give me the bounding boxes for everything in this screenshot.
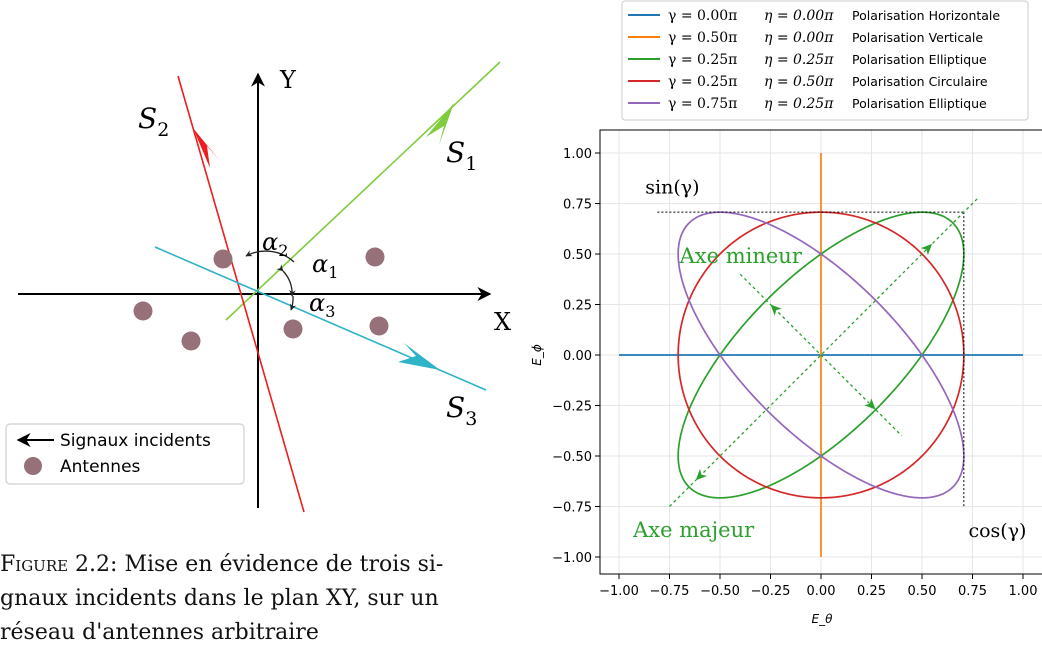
- caption-line-2: gnaux incidents dans le plan XY, sur un: [0, 586, 439, 611]
- signal-s3-arrowhead: [398, 343, 440, 370]
- legend-gamma-0: γ = 0.00π: [668, 8, 737, 24]
- legend-gamma-3: γ = 0.25π: [668, 74, 737, 90]
- legend-eta-1: η = 0.00π: [764, 30, 834, 46]
- signal-s2-label: S2: [138, 102, 169, 141]
- major-axis-label: Axe majeur: [632, 518, 755, 542]
- series-curve-4: [677, 211, 965, 499]
- antenna: [213, 249, 233, 269]
- major-axis-line: [669, 196, 980, 507]
- caption-line-3: réseau d'antennes arbitraire: [0, 620, 319, 645]
- plot-frame: [599, 129, 1042, 575]
- legend-gamma-2: γ = 0.25π: [668, 52, 737, 68]
- signal-s2-line: [177, 75, 305, 513]
- x-tick-label: −0.75: [650, 584, 690, 599]
- y-tick-label: −0.75: [552, 501, 592, 516]
- legend-name-4: Polarisation Elliptique: [852, 96, 987, 111]
- cos-gamma-label: cos(γ): [968, 520, 1026, 542]
- signal-s3-label: S3: [446, 391, 477, 430]
- angle-alpha3-label: α3: [309, 289, 335, 321]
- legend-gamma-1: γ = 0.50π: [668, 30, 737, 46]
- y-tick-label: −1.00: [552, 551, 592, 566]
- chart-legend: γ = 0.00π η = 0.00π Polarisation Horizonta…: [621, 0, 1029, 121]
- legend-gamma-4: γ = 0.75π: [668, 96, 737, 112]
- incident-signals-diagram: X Y S1 S2 S3 α2 α1 α3: [5, 61, 511, 513]
- y-axis-title: E_ϕ: [530, 344, 544, 366]
- sin-gamma-label: sin(γ): [645, 176, 699, 198]
- legend-label-antennas: Antennes: [60, 457, 141, 477]
- y-axis-label: Y: [279, 66, 297, 94]
- series-curve-3: [677, 211, 965, 499]
- antenna: [133, 301, 153, 321]
- antenna: [369, 316, 389, 336]
- angle-alpha1-arc: [276, 264, 296, 297]
- y-tick-label: 0.25: [563, 299, 592, 314]
- x-axis-title: E_θ: [812, 612, 834, 626]
- x-tick-label: −0.25: [751, 584, 791, 599]
- signal-s1-arrowhead: [426, 103, 454, 145]
- antenna: [365, 247, 385, 267]
- legend-name-2: Polarisation Elliptique: [852, 52, 987, 67]
- y-tick-label: −0.25: [552, 400, 592, 415]
- legend-eta-4: η = 0.25π: [764, 96, 834, 112]
- legend-name-1: Polarisation Verticale: [852, 30, 983, 45]
- legend-name-3: Polarisation Circulaire: [852, 74, 988, 89]
- x-tick-label: −1.00: [599, 584, 639, 599]
- circle-icon: [24, 457, 42, 475]
- angle-alpha2-label: α2: [262, 228, 288, 260]
- caption-line-1: Mise en évidence de trois si-: [117, 552, 444, 577]
- legend-name-0: Polarisation Horizontale: [852, 8, 1000, 23]
- signal-s1-line: [225, 61, 501, 321]
- legend-label-signals: Signaux incidents: [60, 431, 211, 451]
- y-tick-label: 0.75: [563, 198, 592, 213]
- polarisation-chart: γ = 0.00π η = 0.00π Polarisation Horizonta…: [530, 0, 1042, 626]
- angle-alpha3-arc: [289, 295, 297, 311]
- figure-caption: Figure 2.2: Mise en évidence de trois si…: [0, 548, 520, 650]
- minor-axis-line: [739, 273, 903, 437]
- minor-axis-label: Axe mineur: [679, 244, 803, 268]
- signal-s1-label: S1: [446, 136, 477, 175]
- x-axis-label: X: [494, 308, 511, 336]
- signal-s2-arrowhead: [193, 128, 219, 168]
- x-tick-label: 0.00: [807, 584, 836, 599]
- y-tick-label: 0.50: [563, 248, 592, 263]
- angle-alpha2-arc: [245, 250, 295, 263]
- y-tick-label: 0.00: [563, 349, 592, 364]
- chart-ticks: −1.00 −1.00 −0.75 −0.75 −0.50 −0.50 −0.25 −0.25…: [552, 147, 1037, 599]
- y-tick-label: −0.50: [552, 450, 592, 465]
- legend-eta-0: η = 0.00π: [764, 8, 834, 24]
- antenna: [283, 319, 303, 339]
- angle-alpha1-label: α1: [312, 250, 338, 282]
- x-tick-label: 0.50: [908, 584, 937, 599]
- legend-eta-3: η = 0.50π: [764, 74, 834, 90]
- antenna-group: [133, 247, 389, 351]
- figure-canvas: X Y S1 S2 S3 α2 α1 α3: [5, 0, 1042, 626]
- x-tick-label: 0.75: [958, 584, 987, 599]
- legend-eta-2: η = 0.25π: [764, 52, 834, 68]
- chart-curves: [619, 153, 1023, 557]
- caption-figure-number: Figure 2.2:: [0, 552, 118, 577]
- x-tick-label: 1.00: [1009, 584, 1038, 599]
- x-tick-label: 0.25: [857, 584, 886, 599]
- y-tick-label: 1.00: [563, 147, 592, 162]
- left-legend: Signaux incidents Antennes: [5, 423, 245, 485]
- series-curve-2: [677, 211, 965, 499]
- x-tick-label: −0.50: [700, 584, 740, 599]
- antenna: [181, 331, 201, 351]
